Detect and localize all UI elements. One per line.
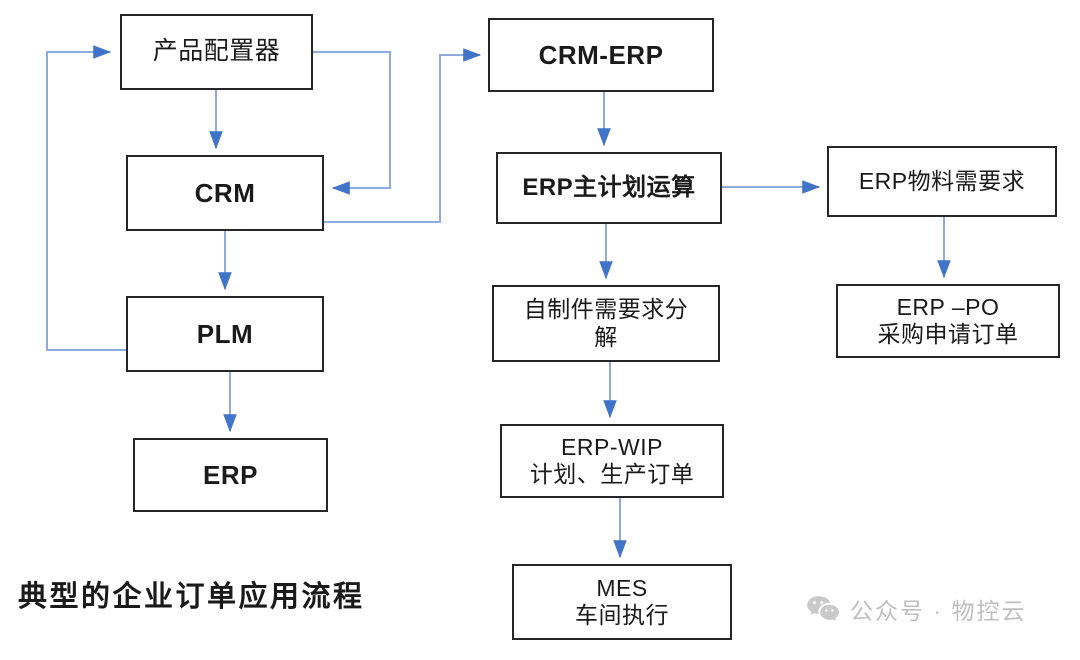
node-label: ERP –PO 采购申请订单 xyxy=(877,293,1019,347)
wechat-icon xyxy=(806,595,840,623)
node-label: PLM xyxy=(196,318,254,349)
node-label: ERP主计划运算 xyxy=(522,173,696,201)
node-label: 产品配置器 xyxy=(152,37,281,66)
node-label: 自制件需要求分 解 xyxy=(523,296,689,350)
node-erp-material-demand[interactable]: ERP物料需要求 xyxy=(827,146,1057,217)
node-crm-erp[interactable]: CRM-ERP xyxy=(488,18,714,92)
node-label: CRM xyxy=(194,177,256,208)
edge-crm-to-crm-erp xyxy=(324,48,482,223)
node-crm[interactable]: CRM xyxy=(126,155,324,231)
node-mes[interactable]: MES 车间执行 xyxy=(512,564,732,640)
node-label: CRM-ERP xyxy=(538,39,664,70)
node-erp-wip[interactable]: ERP-WIP 计划、生产订单 xyxy=(500,424,724,498)
node-label: ERP-WIP 计划、生产订单 xyxy=(529,433,695,487)
node-made-part-demand[interactable]: 自制件需要求分 解 xyxy=(492,285,720,362)
edge-configurator-to-crm-loop xyxy=(313,51,391,195)
node-label: ERP xyxy=(203,459,258,490)
node-plm[interactable]: PLM xyxy=(126,296,324,372)
edge-plm-to-configurator xyxy=(46,45,126,351)
node-product-configurator[interactable]: 产品配置器 xyxy=(120,14,313,90)
node-label: MES 车间执行 xyxy=(575,574,669,628)
watermark-text: 公众号 · 物控云 xyxy=(850,598,1027,624)
node-erp-master-plan[interactable]: ERP主计划运算 xyxy=(496,152,722,224)
diagram-caption: 典型的企业订单应用流程 xyxy=(18,581,365,613)
node-erp-po[interactable]: ERP –PO 采购申请订单 xyxy=(836,284,1060,358)
watermark: 公众号 · 物控云 xyxy=(806,592,1026,626)
node-label: ERP物料需要求 xyxy=(858,167,1026,194)
node-erp[interactable]: ERP xyxy=(133,438,328,512)
